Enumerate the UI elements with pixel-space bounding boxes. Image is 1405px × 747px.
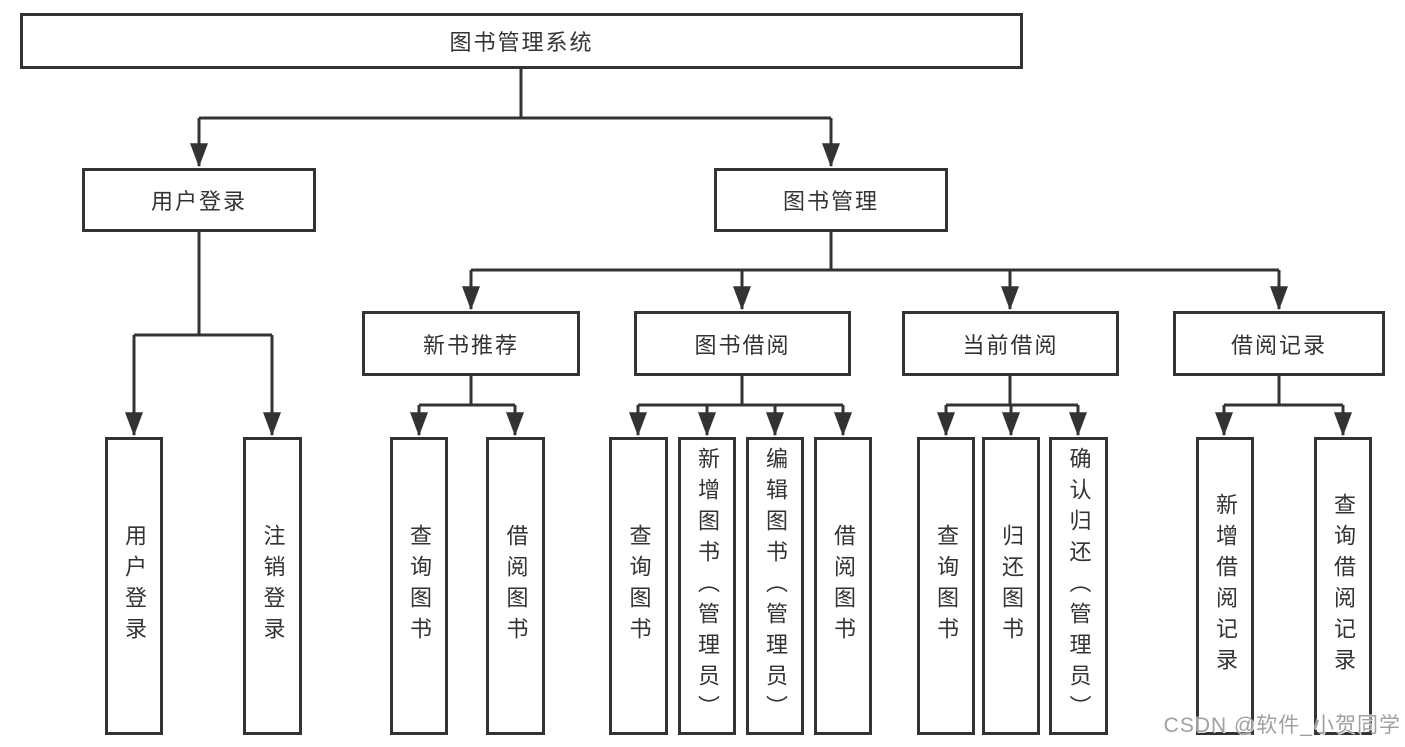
leaf-br-query-record-label: 查询借阅记录 [1331, 493, 1356, 679]
node-new-book-recommend-label: 新书推荐 [422, 332, 519, 358]
leaf-bb-borrow-books-label: 借阅图书 [831, 524, 856, 648]
leaf-bb-query-books-label: 查询图书 [626, 524, 652, 648]
node-book-mgmt: 图书管理 [714, 168, 948, 232]
node-root-label: 图书管理系统 [449, 30, 594, 55]
node-new-book-recommend: 新书推荐 [362, 311, 580, 376]
node-borrow-records: 借阅记录 [1173, 311, 1385, 376]
leaf-cb-return-books: 归还图书 [982, 437, 1040, 735]
leaf-user-login: 用户登录 [105, 437, 163, 735]
node-user-login: 用户登录 [82, 168, 316, 232]
leaf-nbr-query-books: 查询图书 [390, 437, 448, 735]
node-root: 图书管理系统 [20, 13, 1023, 69]
node-book-borrow: 图书借阅 [634, 311, 851, 376]
leaf-nbr-borrow-books: 借阅图书 [486, 437, 545, 735]
leaf-cb-confirm-return-admin: 确认归还（管理员） [1049, 437, 1108, 735]
connector-current-borrow-to-leaves [937, 376, 1087, 437]
leaf-bb-add-books-admin-label: 新增图书（管理员） [695, 446, 720, 726]
node-book-mgmt-label: 图书管理 [782, 189, 879, 214]
leaf-cb-return-books-label: 归还图书 [999, 524, 1024, 648]
leaf-bb-edit-books-admin: 编辑图书（管理员） [746, 437, 804, 735]
leaf-user-login-label: 用户登录 [122, 524, 147, 648]
leaf-logout: 注销登录 [243, 437, 302, 735]
connector-book-borrow-to-leaves [629, 376, 852, 437]
leaf-br-add-record-label: 新增借阅记录 [1213, 493, 1238, 679]
leaf-nbr-borrow-books-label: 借阅图书 [503, 524, 529, 648]
node-borrow-records-label: 借阅记录 [1230, 332, 1327, 358]
leaf-cb-query-books-label: 查询图书 [934, 524, 959, 648]
node-user-login-label: 用户登录 [150, 189, 247, 214]
node-book-borrow-label: 图书借阅 [694, 332, 791, 358]
connector-root-to-level2 [190, 69, 840, 168]
leaf-bb-borrow-books: 借阅图书 [814, 437, 872, 735]
leaf-br-query-record: 查询借阅记录 [1314, 437, 1372, 735]
connector-borrow-records-to-leaves [1215, 376, 1352, 437]
connector-new-book-rec-to-leaves [410, 376, 524, 437]
leaf-bb-query-books: 查询图书 [609, 437, 668, 735]
csdn-watermark: CSDN @软件_小贺同学 [1163, 714, 1401, 737]
leaf-cb-confirm-return-admin-label: 确认归还（管理员） [1066, 446, 1092, 726]
connector-user-login-to-leaves [125, 232, 281, 437]
node-current-borrow-label: 当前借阅 [962, 332, 1059, 358]
leaf-bb-add-books-admin: 新增图书（管理员） [678, 437, 736, 735]
node-current-borrow: 当前借阅 [902, 311, 1119, 376]
leaf-nbr-query-books-label: 查询图书 [407, 524, 432, 648]
leaf-bb-edit-books-admin-label: 编辑图书（管理员） [763, 446, 788, 726]
leaf-cb-query-books: 查询图书 [917, 437, 975, 735]
connector-book-mgmt-to-level3 [462, 232, 1288, 311]
leaf-logout-label: 注销登录 [260, 524, 286, 648]
leaf-br-add-record: 新增借阅记录 [1196, 437, 1254, 735]
